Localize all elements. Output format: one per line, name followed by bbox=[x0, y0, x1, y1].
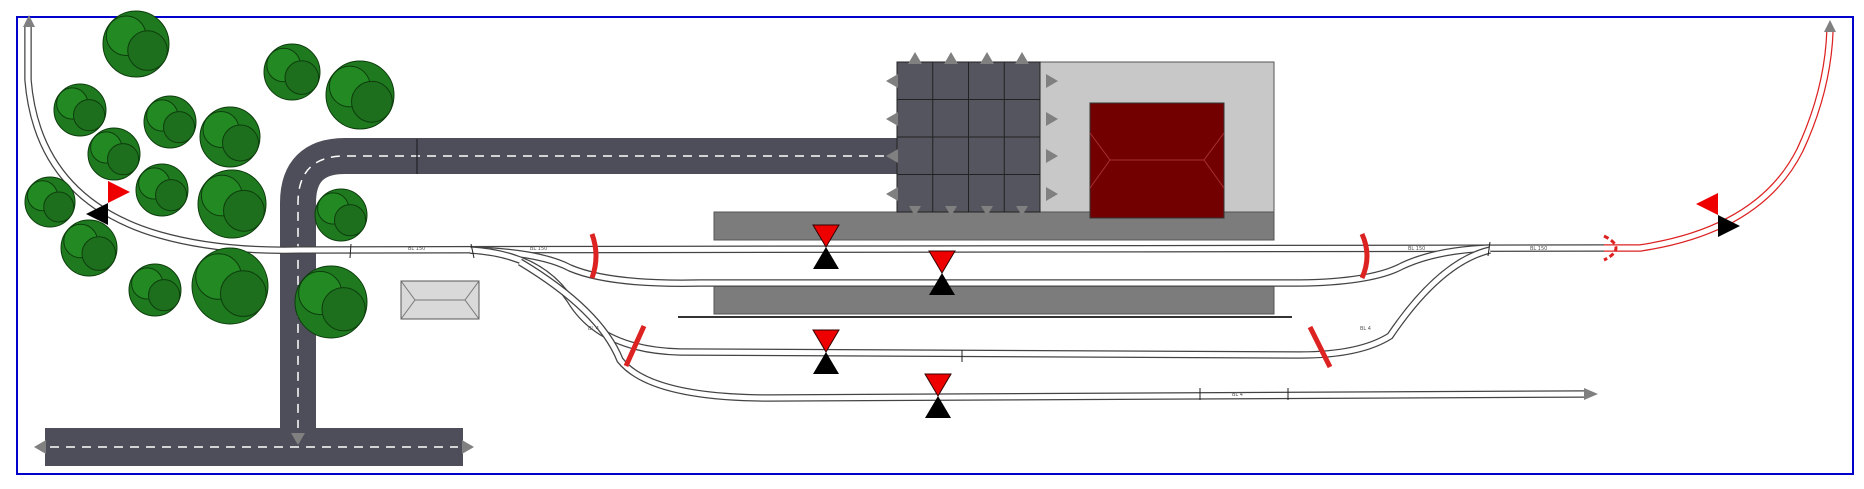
yard-arrow-icon bbox=[981, 206, 993, 216]
track-joint bbox=[349, 243, 352, 259]
track-label-main-right-b: BL 150 bbox=[1530, 246, 1547, 252]
tree-icon bbox=[60, 219, 118, 277]
yard-arrow-icon bbox=[1046, 187, 1058, 201]
signal-icon[interactable] bbox=[812, 224, 840, 269]
yard-arrow-icon bbox=[944, 52, 958, 64]
track-label-main-left-a: BL 150 bbox=[408, 246, 425, 252]
yard-arrow-icon bbox=[1046, 74, 1058, 88]
tree-icon bbox=[294, 265, 368, 339]
road-end-arrow-icon bbox=[34, 440, 46, 454]
isolator-mark[interactable] bbox=[1307, 325, 1333, 369]
track-label-lower-right: BL 4 bbox=[1360, 326, 1371, 332]
yard-arrow-icon bbox=[886, 112, 898, 126]
isolator-mark[interactable] bbox=[623, 324, 647, 368]
layout-frame bbox=[16, 16, 1854, 475]
flag-signal-icon[interactable] bbox=[1696, 193, 1740, 237]
track-isolators bbox=[589, 232, 1370, 369]
yard-arrow-icon bbox=[945, 206, 957, 216]
tree-icon bbox=[143, 95, 197, 149]
road-lower-horizontal[interactable] bbox=[45, 428, 463, 466]
tree-icon bbox=[135, 163, 189, 217]
tree-icon bbox=[325, 60, 395, 130]
track-label-main-left-b: BL 150 bbox=[530, 246, 547, 252]
road-upper-center-line bbox=[297, 155, 900, 430]
track-joint bbox=[470, 243, 475, 259]
tree-icon bbox=[191, 247, 269, 325]
yard-arrow-icon bbox=[886, 74, 898, 88]
yard-arrow-icon bbox=[1046, 149, 1058, 163]
track-end-arrow-icon bbox=[23, 15, 35, 27]
tree-icon bbox=[128, 263, 182, 317]
isolator-mark[interactable] bbox=[1359, 232, 1370, 280]
track-main-bed bbox=[25, 26, 1605, 253]
track-labels: BL 150 BL 150 BL 150 BL 150 BL 4 BL 4 BL… bbox=[408, 246, 1547, 398]
tree-icon bbox=[87, 127, 141, 181]
tree-icon bbox=[102, 10, 170, 78]
yard-arrow-icon bbox=[1015, 52, 1029, 64]
track-network bbox=[24, 26, 1834, 402]
yard-arrow-icon bbox=[908, 52, 922, 64]
yard-arrow-icon bbox=[980, 52, 994, 64]
road-end-arrow-icon bbox=[462, 440, 474, 454]
tree-icon bbox=[314, 188, 368, 242]
road-end-arrow-icon bbox=[291, 433, 305, 445]
tree-icon bbox=[24, 176, 76, 228]
track-end-arrows bbox=[23, 15, 1836, 400]
signal-icon[interactable] bbox=[924, 373, 952, 418]
signal-icon[interactable] bbox=[812, 329, 840, 374]
yard-arrow-icon bbox=[1046, 112, 1058, 126]
signals bbox=[86, 181, 1740, 418]
track-red-curve-bed bbox=[1604, 29, 1833, 251]
track-label-siding: BL 4 bbox=[1232, 392, 1243, 398]
track-end-arrow-icon bbox=[1824, 20, 1836, 32]
yard-arrow-icon bbox=[886, 149, 898, 163]
road-network bbox=[34, 138, 900, 466]
building-roof bbox=[1089, 102, 1225, 219]
signal-icon[interactable] bbox=[928, 250, 956, 295]
track-platform-loop-bed bbox=[469, 245, 1491, 286]
isolator-mark[interactable] bbox=[589, 233, 599, 279]
tree-icon bbox=[53, 83, 107, 137]
small-shed bbox=[400, 280, 480, 320]
yard-arrow-icon bbox=[886, 187, 898, 201]
tree-icon bbox=[197, 169, 267, 239]
tree-icon bbox=[199, 106, 261, 168]
yard-arrow-icon bbox=[1016, 206, 1028, 216]
container-yard bbox=[886, 52, 1058, 216]
buffer-stop-icon[interactable] bbox=[1603, 234, 1618, 262]
track-label-lower-left: BL 4 bbox=[588, 326, 599, 332]
track-joint bbox=[1487, 241, 1491, 257]
flag-signal-icon[interactable] bbox=[86, 181, 130, 225]
tree-cluster bbox=[24, 10, 395, 339]
track-end-arrow-icon bbox=[1584, 388, 1598, 400]
platform-lower bbox=[713, 285, 1275, 315]
track-siding-bed bbox=[518, 259, 1585, 401]
track-label-main-right-a: BL 150 bbox=[1408, 246, 1425, 252]
yard-arrow-icon bbox=[909, 206, 921, 216]
tree-icon bbox=[263, 43, 321, 101]
track-red-curve[interactable] bbox=[1604, 29, 1834, 252]
